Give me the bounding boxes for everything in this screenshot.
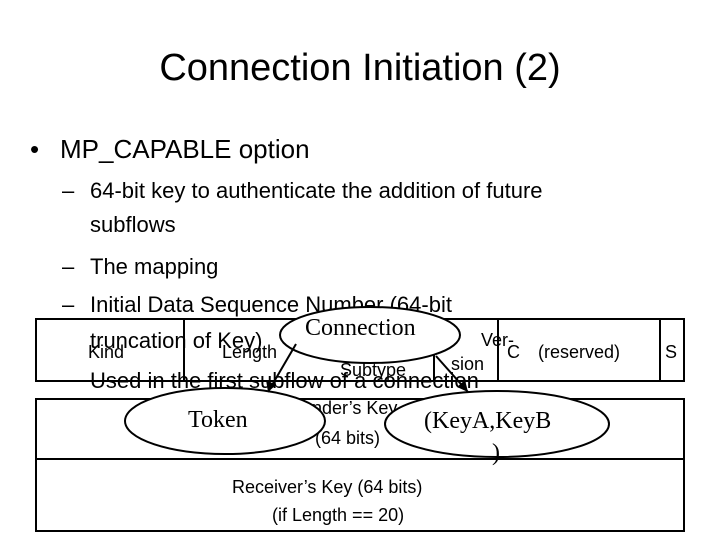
receiver-key-field bbox=[35, 460, 685, 532]
field-divider bbox=[183, 318, 185, 382]
field-subtype: Subtype bbox=[340, 360, 407, 380]
dash-marker: – bbox=[62, 178, 75, 203]
subitem-idsn-line2: truncation of Key) bbox=[90, 328, 263, 353]
connection-label: Connection bbox=[305, 315, 416, 341]
field-kind: Kind bbox=[88, 342, 125, 362]
used-in-text: Used in the first subflow of a connectio… bbox=[90, 368, 479, 393]
field-divider bbox=[659, 318, 661, 382]
keys-label-line1: (KeyA,KeyB bbox=[424, 408, 552, 434]
keys-label-line2: ) bbox=[492, 440, 500, 466]
bullet-marker: • bbox=[30, 134, 40, 164]
field-s-flag: S bbox=[665, 342, 678, 362]
field-version-right: sion bbox=[451, 354, 485, 374]
field-divider bbox=[497, 318, 499, 382]
subitem-key-line2: subflows bbox=[90, 212, 176, 237]
field-length: Length bbox=[222, 342, 278, 362]
connection-ellipse bbox=[279, 306, 461, 364]
arrowhead-icon bbox=[457, 380, 468, 392]
slide-title: Connection Initiation (2) bbox=[159, 47, 561, 89]
receiver-key-condition: (if Length == 20) bbox=[272, 505, 405, 525]
sender-key-field bbox=[35, 398, 685, 460]
sender-key-bits: (64 bits) bbox=[315, 428, 381, 448]
field-reserved: (reserved) bbox=[538, 342, 621, 362]
field-version-left: Ver- bbox=[481, 330, 515, 350]
subitem-mapping-text: The mapping bbox=[90, 254, 219, 279]
arrowhead-icon bbox=[266, 380, 276, 392]
keys-ellipse bbox=[384, 390, 610, 458]
token-ellipse bbox=[124, 387, 326, 455]
subitem-key-line1: 64-bit key to authenticate the addition … bbox=[90, 178, 543, 203]
token-label: Token bbox=[188, 407, 248, 433]
receiver-key-label: Receiver’s Key (64 bits) bbox=[232, 477, 423, 497]
dash-marker: – bbox=[62, 292, 75, 317]
field-c-flag: C bbox=[507, 342, 520, 362]
dash-marker: – bbox=[62, 254, 75, 279]
bullet-text: MP_CAPABLE option bbox=[60, 134, 310, 164]
